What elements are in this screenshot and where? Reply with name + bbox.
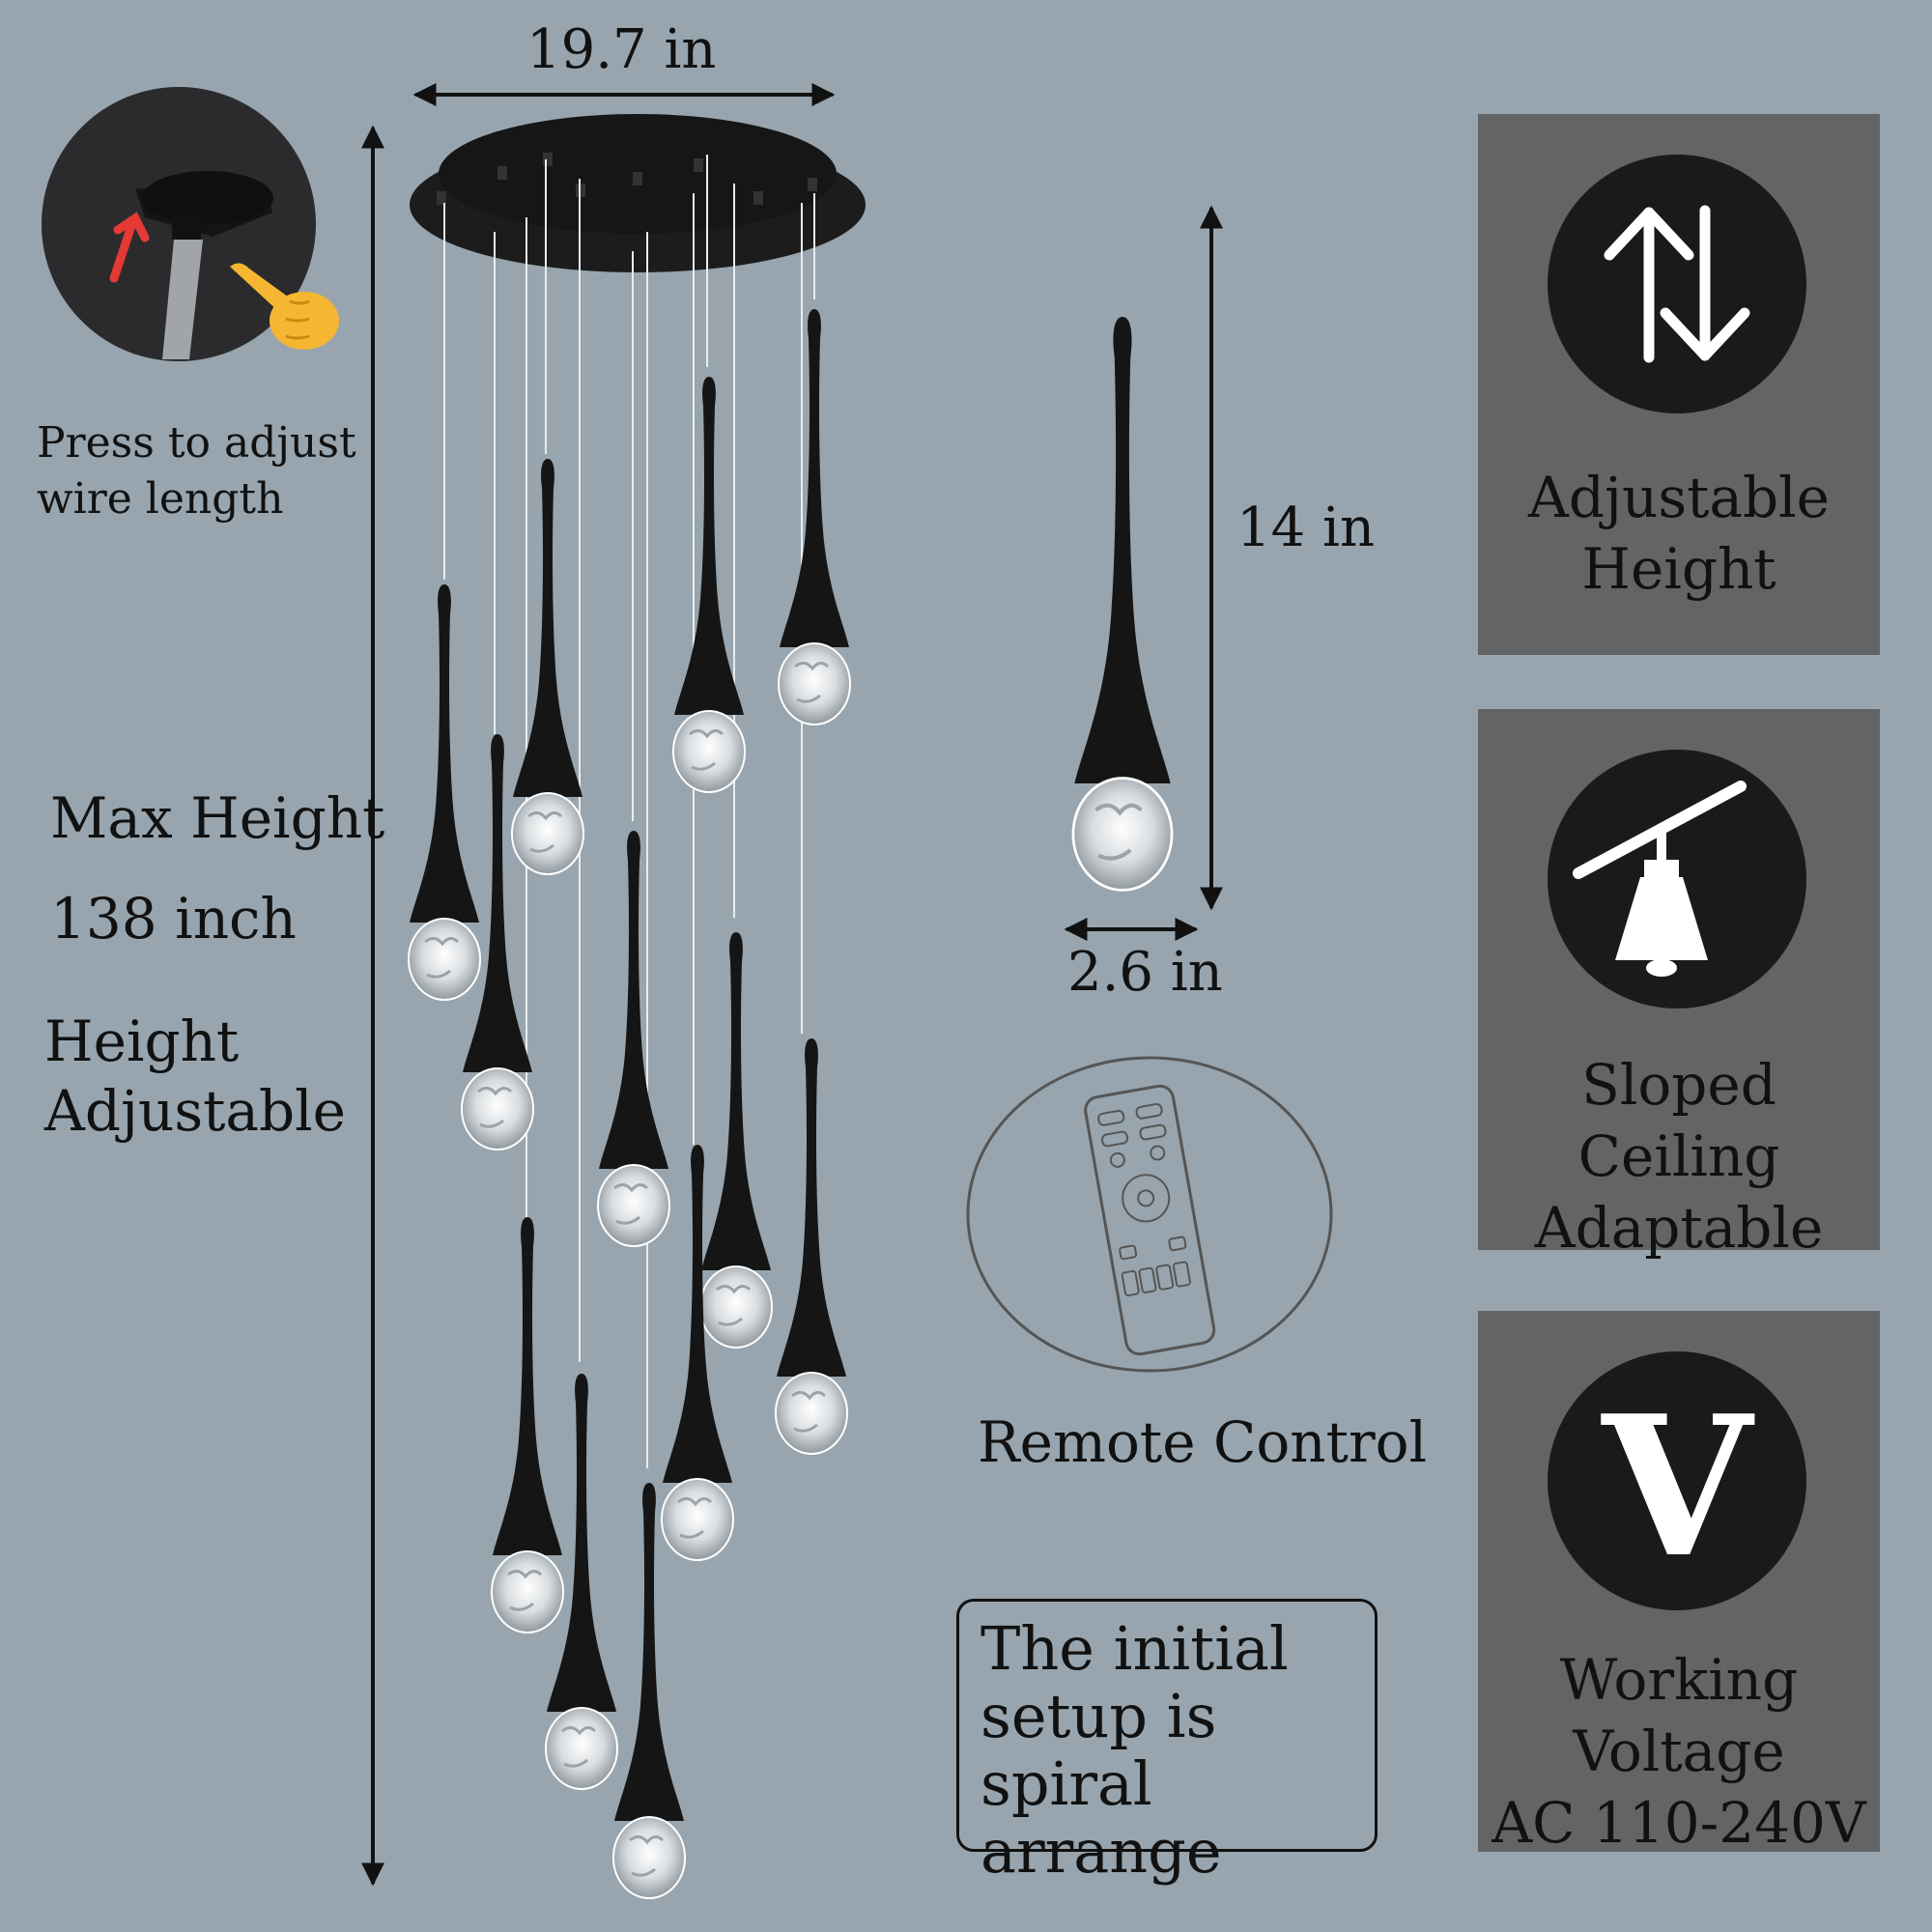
- remote-control-illustration: [966, 1056, 1333, 1373]
- red-arrow-icon: [109, 212, 150, 283]
- up-down-arrows-icon: [1548, 155, 1806, 413]
- setup-note-box: The initial setup is spiral arrange: [956, 1599, 1378, 1886]
- feature-label: Adjustable Height: [1527, 465, 1830, 602]
- wire-adjust-label: Press to adjust wire length: [37, 418, 356, 524]
- pendant-width-label: 2.6 in: [1067, 941, 1223, 1004]
- feature-label: Working Voltage AC 110-240V: [1492, 1647, 1866, 1856]
- height-adjustable-label: Height Adjustable: [44, 1009, 347, 1144]
- pointing-hand-icon: [230, 263, 339, 350]
- single-pendant-detail: [1064, 205, 1223, 941]
- width-dimension-label: 19.7 in: [526, 18, 717, 81]
- wire-adjust-zoom: [42, 87, 339, 361]
- pendant-height-label: 14 in: [1236, 497, 1376, 559]
- feature-panel-sloped-ceiling: Sloped Ceiling Adaptable: [1478, 709, 1880, 1261]
- voltage-v-icon: V: [1548, 1351, 1806, 1610]
- pendant-wires: [443, 155, 815, 1468]
- feature-panel-working-voltage: V Working Voltage AC 110-240V: [1478, 1311, 1880, 1856]
- feature-panel-adjustable-height: Adjustable Height: [1478, 114, 1880, 655]
- max-height-value: 138 inch: [50, 886, 297, 952]
- voltage-v-glyph: V: [1600, 1374, 1755, 1601]
- max-height-label: Max Height: [50, 785, 385, 851]
- pendant-lights: [407, 307, 852, 1900]
- remote-control-label: Remote Control: [978, 1409, 1428, 1475]
- ceiling-canopy: [410, 114, 866, 272]
- feature-label: Sloped Ceiling Adaptable: [1534, 1052, 1824, 1261]
- sloped-ceiling-icon: [1548, 750, 1806, 1009]
